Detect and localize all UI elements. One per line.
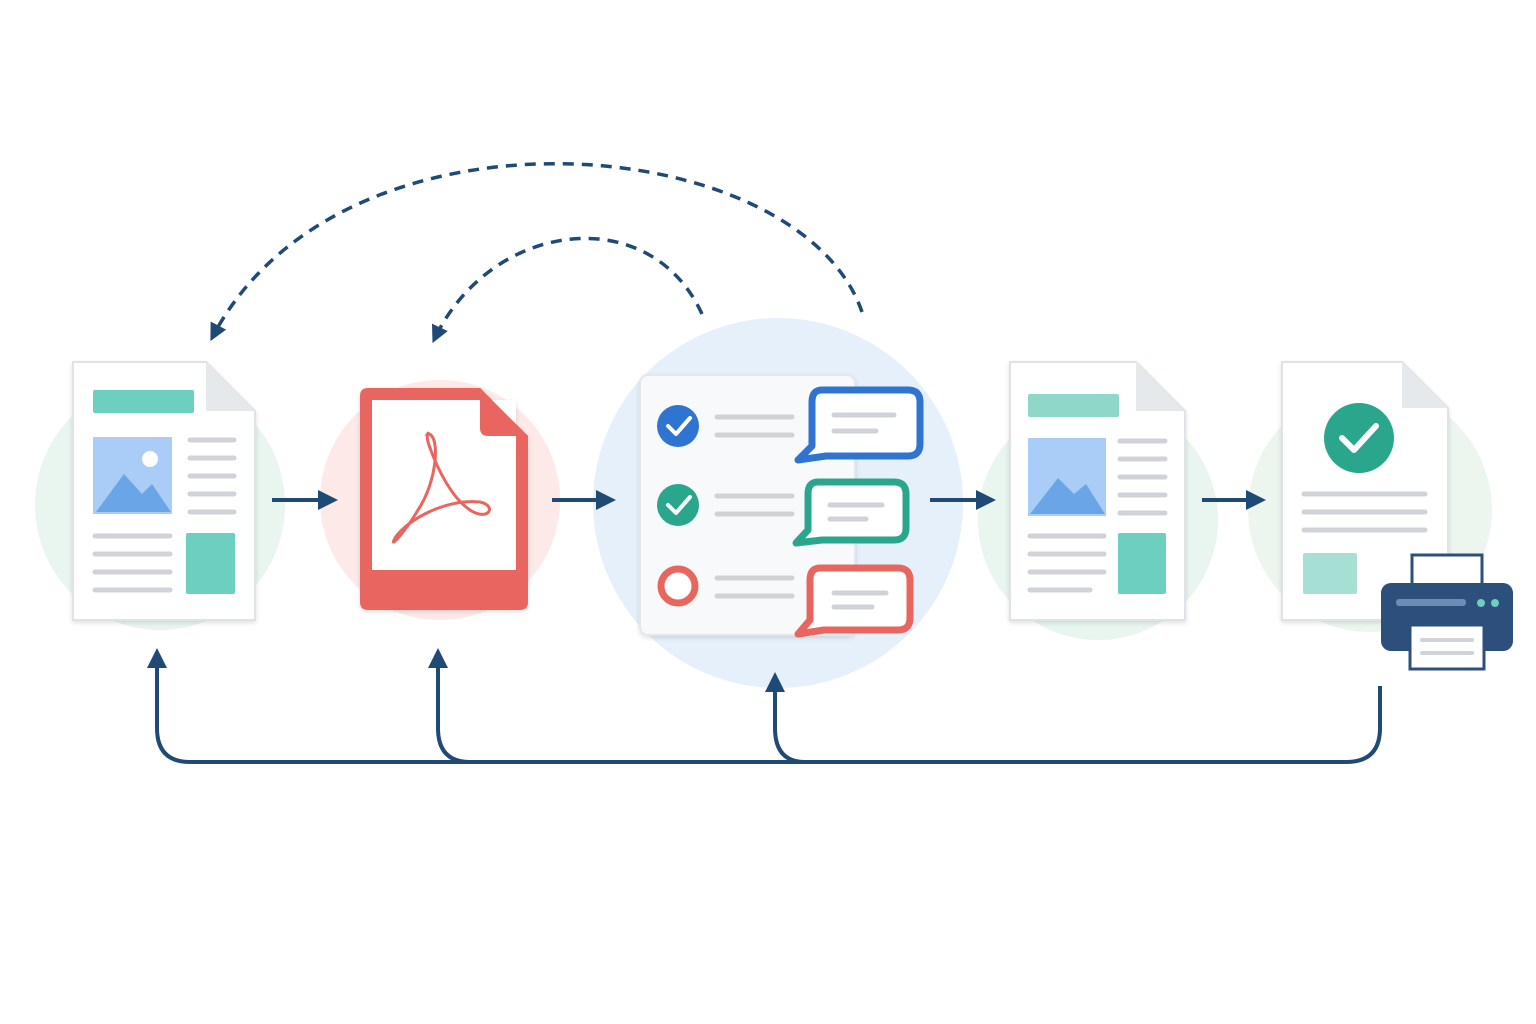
return-loop	[147, 648, 1382, 764]
comment-bubble-teal-icon	[792, 478, 910, 547]
pending-circle-icon	[657, 565, 699, 607]
review-item-2	[657, 484, 795, 526]
comment-bubble-blue-icon	[794, 386, 924, 464]
approved-document-content	[1301, 403, 1428, 594]
checkmark-icon	[1324, 403, 1394, 473]
acrobat-logo-icon	[391, 431, 491, 544]
revised-document-content	[1027, 394, 1168, 594]
printer-icon	[1381, 553, 1513, 671]
review-item-3	[657, 565, 795, 607]
source-document-content	[92, 390, 237, 594]
comment-bubble-red-icon	[794, 564, 914, 638]
pdf-icon	[360, 388, 528, 610]
teal-check-icon	[657, 484, 699, 526]
review-item-1	[657, 405, 795, 447]
feedback-arrow-to-source	[210, 161, 864, 342]
feedback-arrow-to-pdf	[432, 236, 704, 344]
blue-check-icon	[657, 405, 699, 447]
